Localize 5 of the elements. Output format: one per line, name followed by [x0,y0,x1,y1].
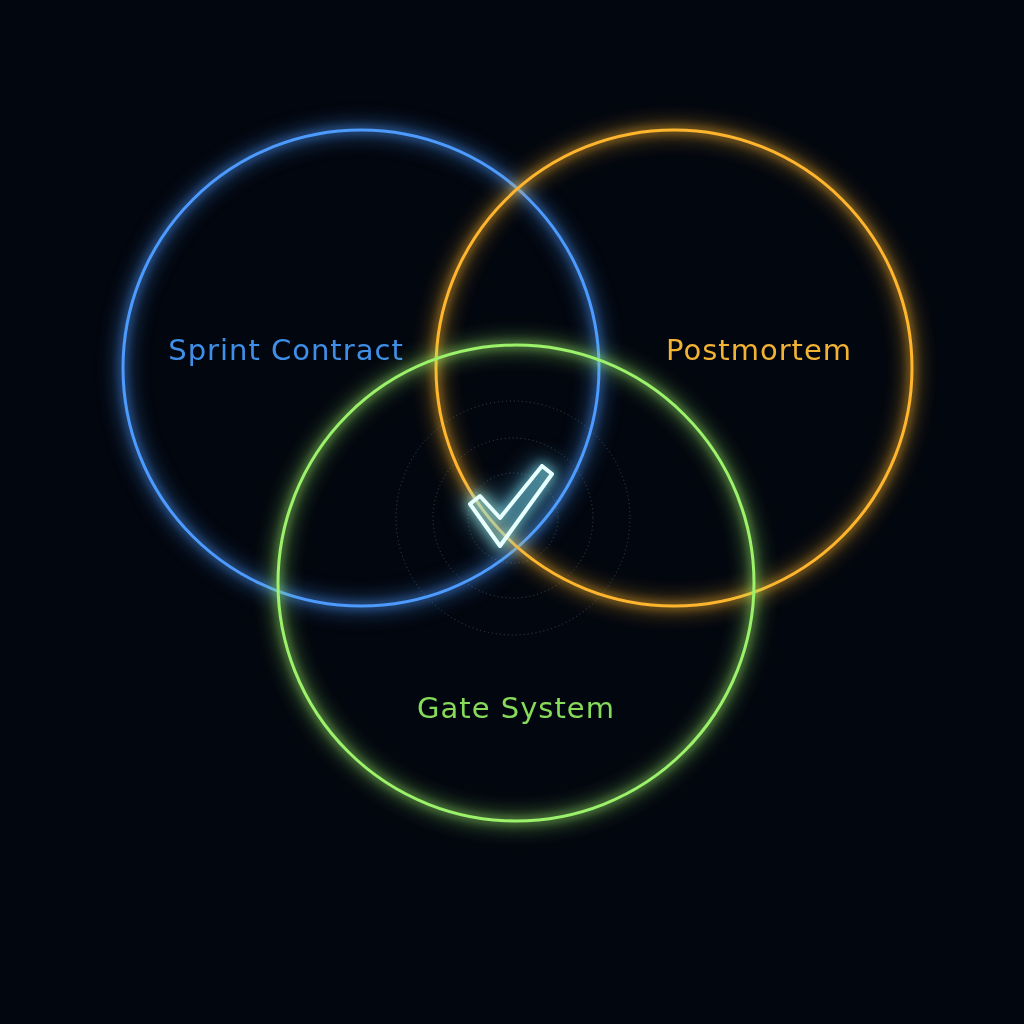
circle-label: Postmortem [665,333,853,367]
venn-circle [434,128,914,608]
circle-label: Sprint Contract [168,333,404,367]
venn-circle [121,128,601,608]
circle-label: Gate System [417,691,615,725]
